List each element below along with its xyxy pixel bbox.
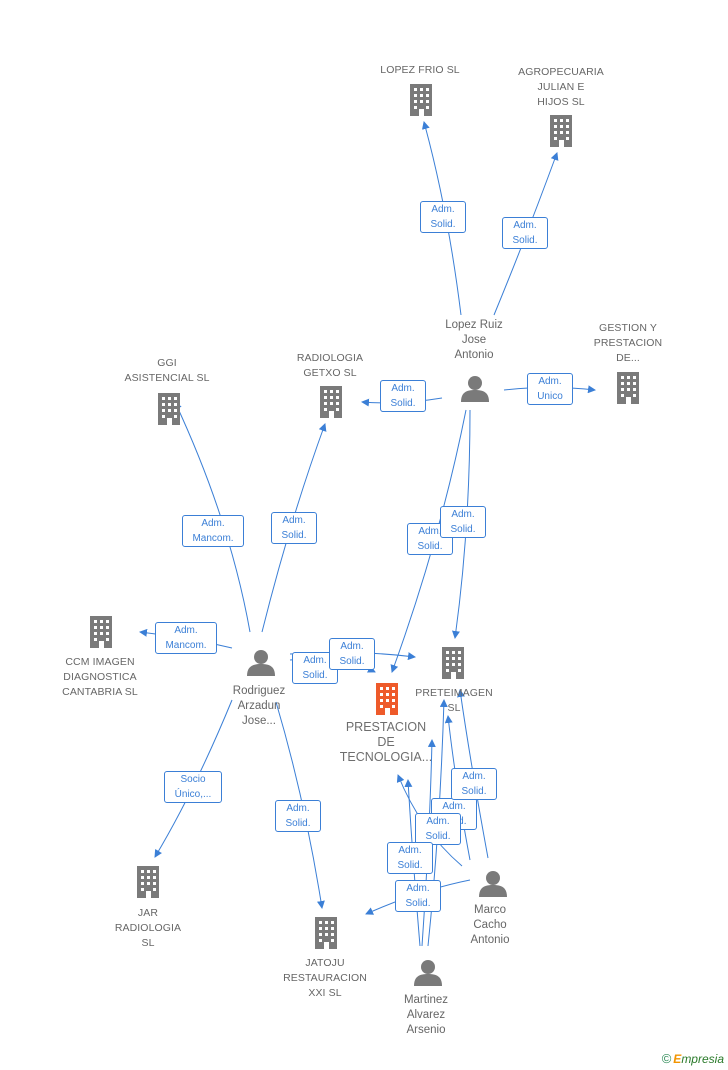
person-icon xyxy=(247,650,275,676)
building-icon xyxy=(442,647,464,679)
person-icon xyxy=(414,960,442,986)
edge-label[interactable]: Adm.Unico xyxy=(527,373,573,405)
edge-label[interactable]: Adm.Solid. xyxy=(395,880,441,912)
edge-marco-preteimagen-a xyxy=(457,689,489,859)
edge-label[interactable]: Adm.Solid. xyxy=(387,842,433,874)
company-lopez-frio[interactable]: LOPEZ FRIO SL xyxy=(380,64,460,76)
edge-label[interactable]: Adm.Solid. xyxy=(502,217,548,249)
building-icon xyxy=(550,115,572,147)
building-icon xyxy=(315,917,337,949)
building-icon xyxy=(410,84,432,116)
edge-label[interactable]: Adm.Mancom. xyxy=(182,515,244,547)
building-icon xyxy=(158,393,180,425)
building-icon xyxy=(137,866,159,898)
person-icon xyxy=(479,871,507,897)
brand-watermark: ©Empresia xyxy=(661,1051,724,1066)
edge-label[interactable]: Adm.Solid. xyxy=(440,506,486,538)
building-icon xyxy=(320,386,342,418)
main-company-building-icon xyxy=(376,683,398,715)
edge-label[interactable]: Adm.Solid. xyxy=(451,768,497,800)
edge-label[interactable]: Adm.Solid. xyxy=(415,813,461,845)
edge-label[interactable]: Adm.Solid. xyxy=(271,512,317,544)
copyright-icon: © xyxy=(661,1051,672,1066)
edge-label[interactable]: Adm.Solid. xyxy=(407,523,453,555)
edge-label[interactable]: Adm.Solid. xyxy=(420,201,466,233)
building-icon xyxy=(617,372,639,404)
person-icon xyxy=(461,376,489,402)
building-icon xyxy=(90,616,112,648)
edge-label[interactable]: Adm.Solid. xyxy=(329,638,375,670)
edge-label[interactable]: Adm.Solid. xyxy=(275,800,321,832)
edge-label[interactable]: Adm.Mancom. xyxy=(155,622,217,654)
edge-label[interactable]: Adm.Solid. xyxy=(380,380,426,412)
